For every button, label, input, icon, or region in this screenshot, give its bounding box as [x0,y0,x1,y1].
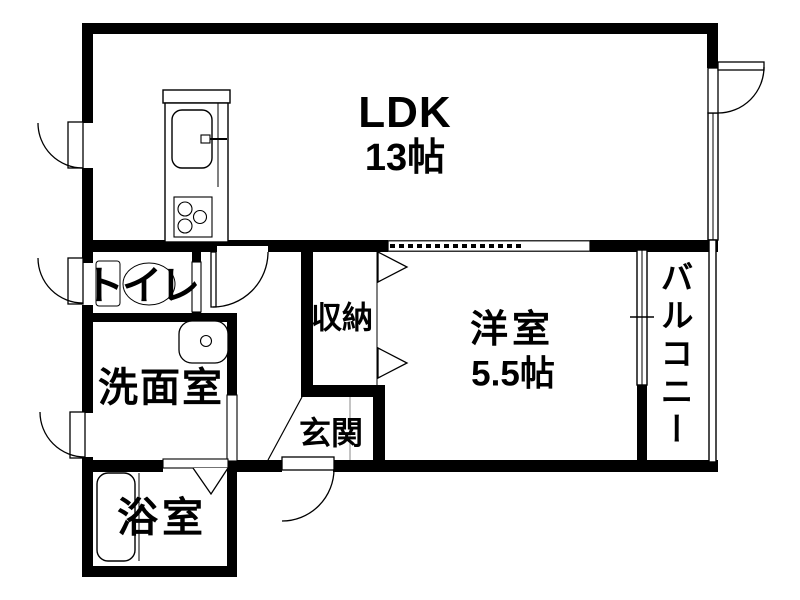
ldk-left-window-door [37,121,84,169]
bathroom-folding-door [162,458,229,496]
right-wall-window [707,112,719,241]
western-room-label: 洋室 [469,309,555,351]
balcony-window [630,249,654,386]
bathroom-label: 浴室 [117,494,207,541]
washroom-left-window [39,411,86,459]
ldk-western-sliding-door [387,240,591,252]
toilet-label: トイレ [84,264,200,308]
balcony-railing [708,239,717,463]
washroom-door [226,394,238,462]
faucet-icon [200,134,211,144]
entrance-door [281,456,335,522]
toilet-fixture [95,260,176,307]
stove-burners [173,196,213,238]
kitchen-unit [162,89,231,243]
western-room-size-label: 5.5帖 [471,354,555,394]
ldk-size-label: 13帖 [364,137,446,179]
storage-label: 収納 [311,300,373,336]
ldk-hall-door [210,251,269,308]
balcony-label: バルコニー [656,260,693,450]
washroom-label: 洗面室 [98,366,224,410]
walls [82,23,718,577]
ldk-right-door [707,61,765,114]
entrance-label: 玄関 [298,415,364,451]
toilet-door [191,261,202,313]
ldk-label: LDK [358,88,452,137]
doors [37,61,765,522]
washbasin [178,320,232,391]
bathtub [96,472,140,562]
storage-bifold-doors [376,250,409,385]
toilet-left-window [37,257,84,305]
entrance-step [267,396,351,461]
